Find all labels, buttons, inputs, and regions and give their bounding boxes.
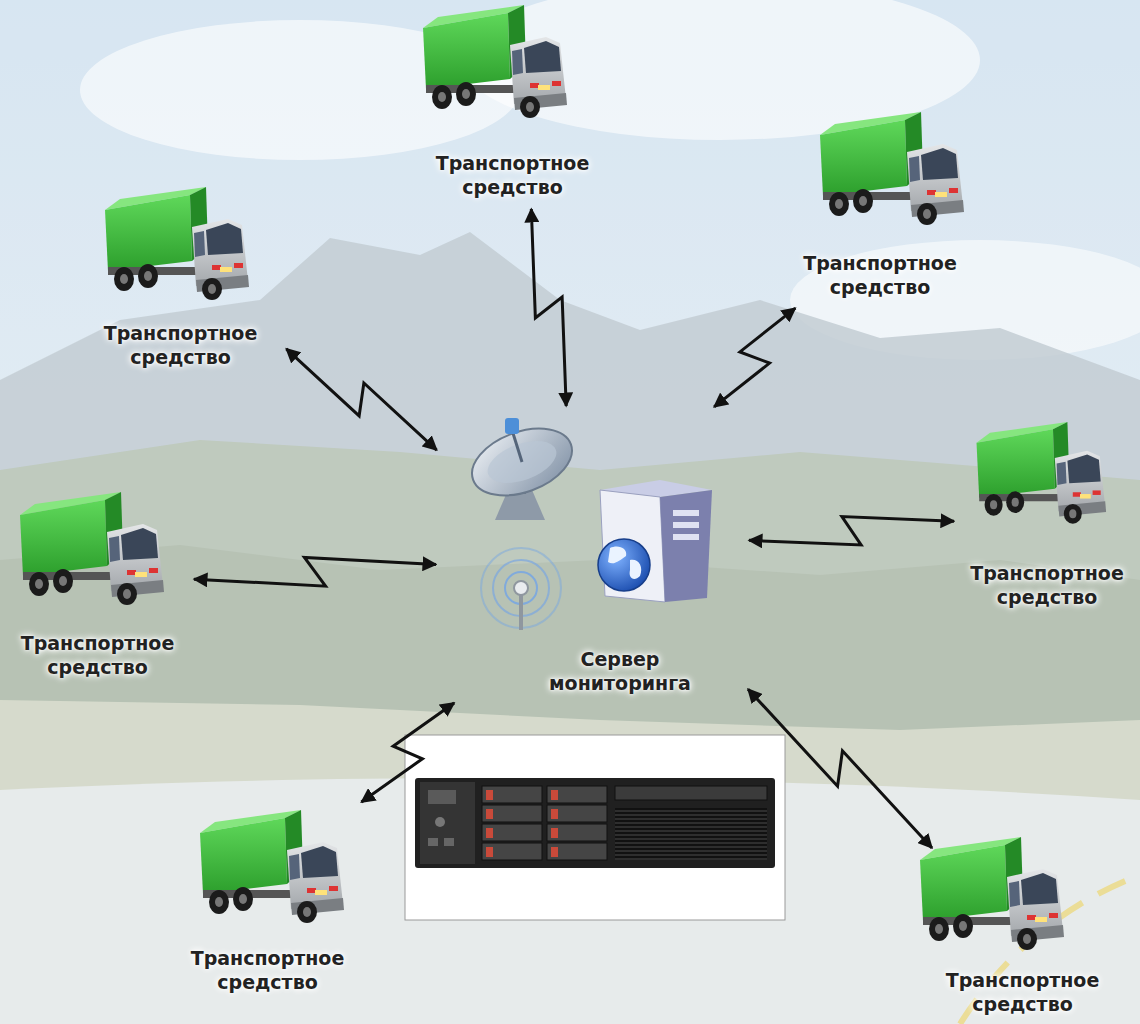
globe — [598, 539, 650, 591]
dvd-slot — [615, 786, 767, 800]
node-label: Сервер мониторинга — [520, 647, 720, 696]
truck-icon — [920, 837, 1064, 950]
radio-antenna — [481, 548, 561, 630]
vehicle-node: Транспортное средство — [78, 180, 283, 375]
drive-tab — [551, 809, 558, 819]
photo-frame — [405, 735, 785, 920]
globe-land — [630, 560, 642, 579]
drive-bay — [482, 824, 542, 841]
node-label: Транспортное средство — [935, 968, 1110, 1017]
node-text: Транспортное средство — [775, 251, 985, 300]
node-label: Транспортное средство — [170, 946, 365, 995]
vehicle-node: Транспортное средство — [775, 105, 985, 305]
wireless-link — [361, 703, 454, 802]
vehicle-node: Транспортное средство — [170, 805, 365, 1000]
node-text: Транспортное средство — [170, 946, 365, 995]
vehicle-node: Транспортное средство — [5, 485, 190, 685]
trucks — [20, 5, 1106, 950]
node-label: Транспортное средство — [78, 321, 283, 370]
server-display — [428, 790, 456, 804]
truck-icon — [423, 5, 567, 118]
drive-bay — [482, 786, 542, 803]
wireless-link — [194, 557, 436, 586]
wireless-link — [531, 209, 566, 406]
server-tower — [598, 480, 712, 602]
wireless-link — [714, 308, 795, 407]
drive-tab — [486, 828, 493, 838]
dish-arm — [512, 430, 522, 462]
globe-land — [608, 546, 626, 563]
truck-icon — [105, 187, 249, 300]
server-port — [444, 838, 454, 846]
antenna-ball — [514, 581, 528, 595]
node-text: Транспортное средство — [78, 321, 283, 370]
server-panel — [420, 782, 475, 864]
truck-icon — [20, 492, 164, 605]
node-label: Транспортное средство — [410, 151, 615, 200]
vent-grid — [615, 808, 767, 860]
node-text: Транспортное средство — [935, 968, 1110, 1017]
drive-tab — [551, 790, 558, 800]
drive-bay — [547, 843, 607, 860]
node-text: Транспортное средство — [958, 561, 1136, 610]
truck-icon — [200, 810, 344, 923]
node-label: Транспортное средство — [5, 631, 190, 680]
node-text: Сервер мониторинга — [520, 647, 720, 696]
drive-bays — [482, 786, 607, 860]
wireless-link — [286, 349, 436, 450]
wireless-link — [748, 689, 932, 848]
dish-feed — [505, 418, 519, 434]
drive-bay — [547, 805, 607, 822]
drive-bay — [482, 805, 542, 822]
server-node: Сервер мониторинга — [440, 410, 745, 700]
drive-tab — [486, 847, 493, 857]
tower-bay — [673, 534, 699, 540]
drive-tab — [486, 809, 493, 819]
tower-bay — [673, 510, 699, 516]
wireless-link — [749, 517, 954, 545]
node-label: Транспортное средство — [775, 251, 985, 300]
server-port — [428, 838, 438, 846]
tower-bay — [673, 522, 699, 528]
node-text: Транспортное средство — [5, 631, 190, 680]
tower-side — [660, 490, 712, 602]
server-button — [435, 817, 445, 827]
truck-icon — [977, 422, 1107, 524]
drive-tab — [551, 847, 558, 857]
vehicle-node: Транспортное средство — [958, 410, 1136, 615]
drive-bay — [547, 824, 607, 841]
node-label: Транспортное средство — [958, 561, 1136, 610]
vehicle-node: Транспортное средство — [410, 0, 615, 205]
drive-bay — [482, 843, 542, 860]
satellite-dish — [463, 416, 581, 520]
truck-icon — [820, 112, 964, 225]
drive-tab — [486, 790, 493, 800]
vehicle-node: Транспортное средство — [935, 830, 1110, 1022]
drive-bay — [547, 786, 607, 803]
server-chassis — [415, 778, 775, 868]
rack-server-photo — [405, 735, 785, 920]
drive-tab — [551, 828, 558, 838]
dish — [463, 416, 581, 508]
node-text: Транспортное средство — [410, 151, 615, 200]
